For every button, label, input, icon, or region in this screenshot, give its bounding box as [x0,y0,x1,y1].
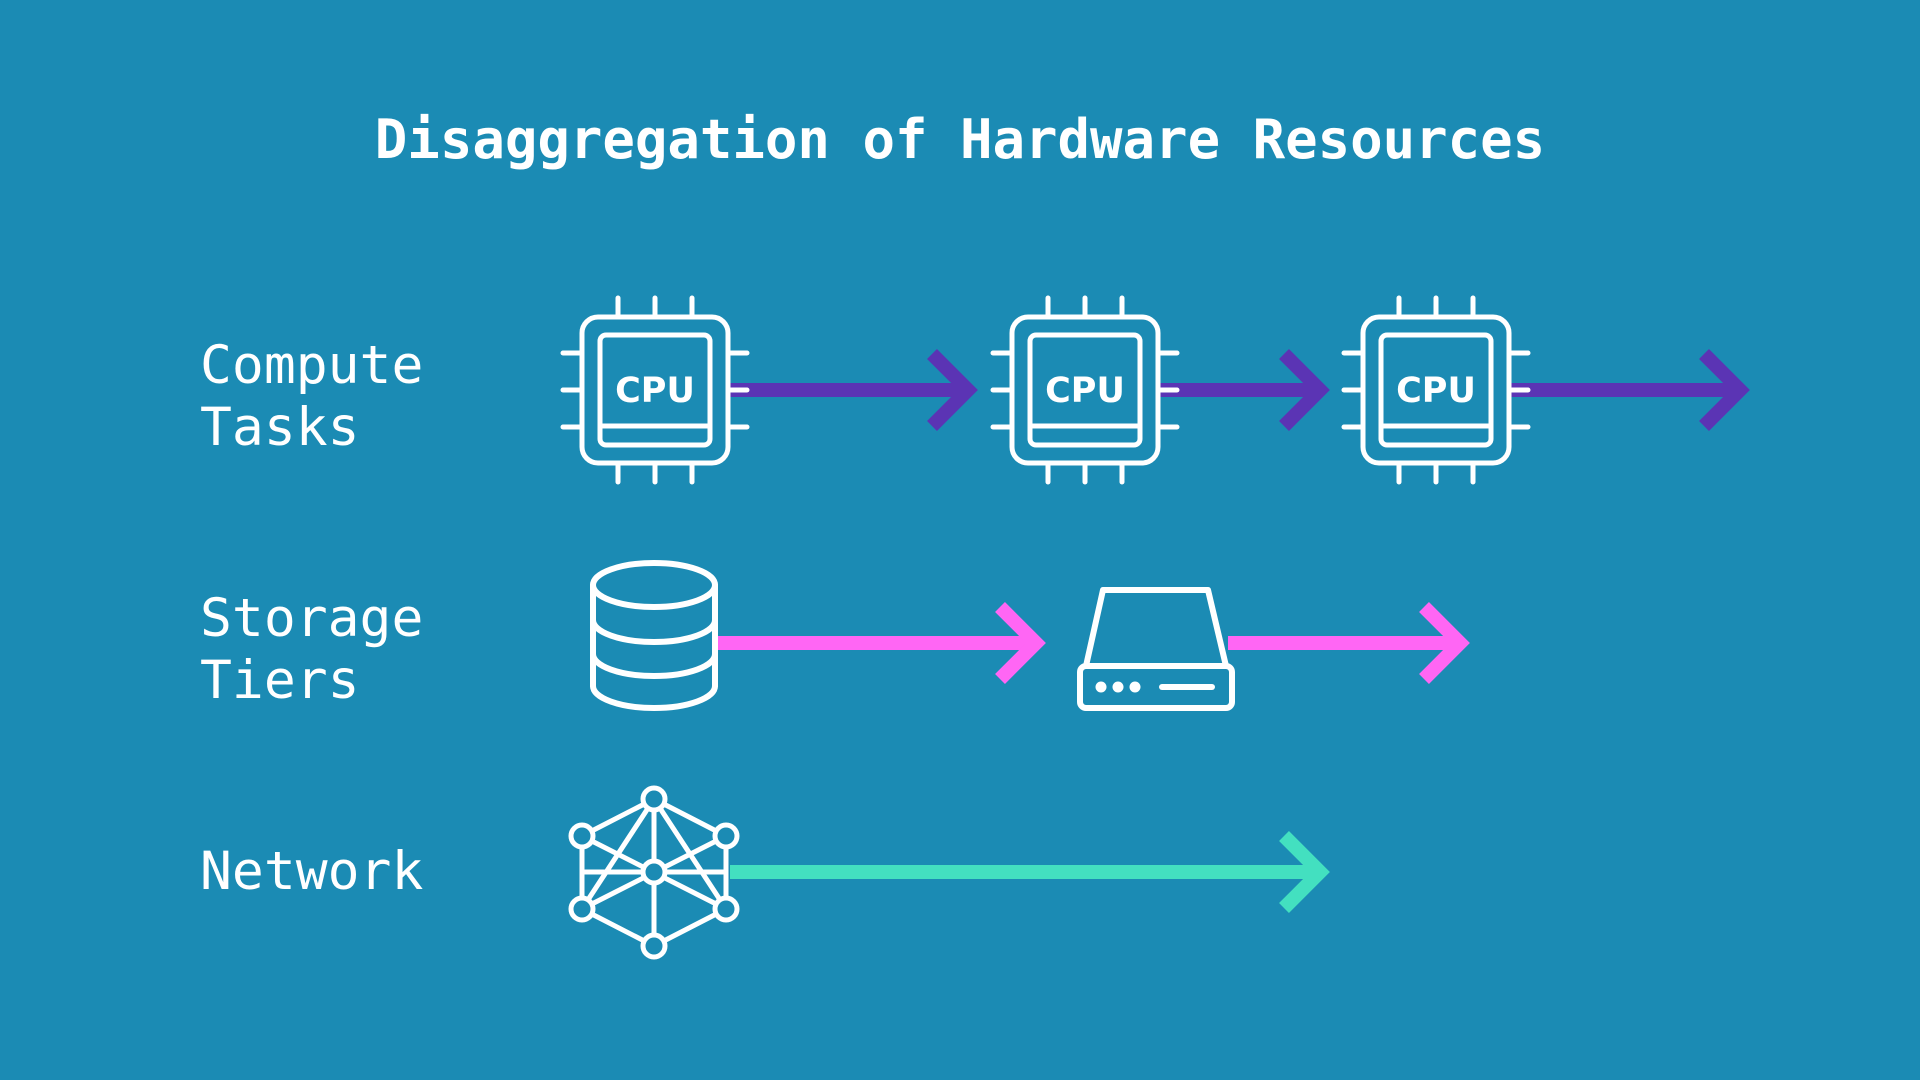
cpu-chip-icon: CPU [560,295,750,485]
row-compute: Compute Tasks [200,295,1750,485]
row-label-network: Network [200,841,423,902]
cpu-chip-label: CPU [615,371,695,411]
storage-arrow-1 [715,602,1046,684]
compute-arrow-3 [1510,349,1750,431]
row-network: Network [200,785,1330,960]
network-arrow-1 [730,831,1330,913]
cpu-chip-icon: CPU [990,295,1180,485]
database-icon [590,560,718,711]
network-mesh-icon [568,785,740,960]
hard-drive-icon [1077,587,1235,711]
row-label-storage: Storage Tiers [200,588,455,711]
row-label-compute-line-1: Compute [200,335,423,396]
diagram-title: Disaggregation of Hardware Resources [375,108,1545,171]
storage-arrow-2 [1228,602,1470,684]
row-storage: Storage Tiers [200,560,1470,711]
row-label-storage-line-1: Storage [200,588,423,649]
cpu-chip-label: CPU [1045,371,1125,411]
row-label-compute-line-2: Tasks [200,397,360,458]
compute-arrow-1 [728,349,978,431]
cpu-chip-label: CPU [1396,371,1476,411]
compute-arrow-2 [1158,349,1330,431]
row-label-compute: Compute Tasks [200,335,455,458]
cpu-chip-icon: CPU [1341,295,1531,485]
row-label-storage-line-2: Tiers [200,650,360,711]
